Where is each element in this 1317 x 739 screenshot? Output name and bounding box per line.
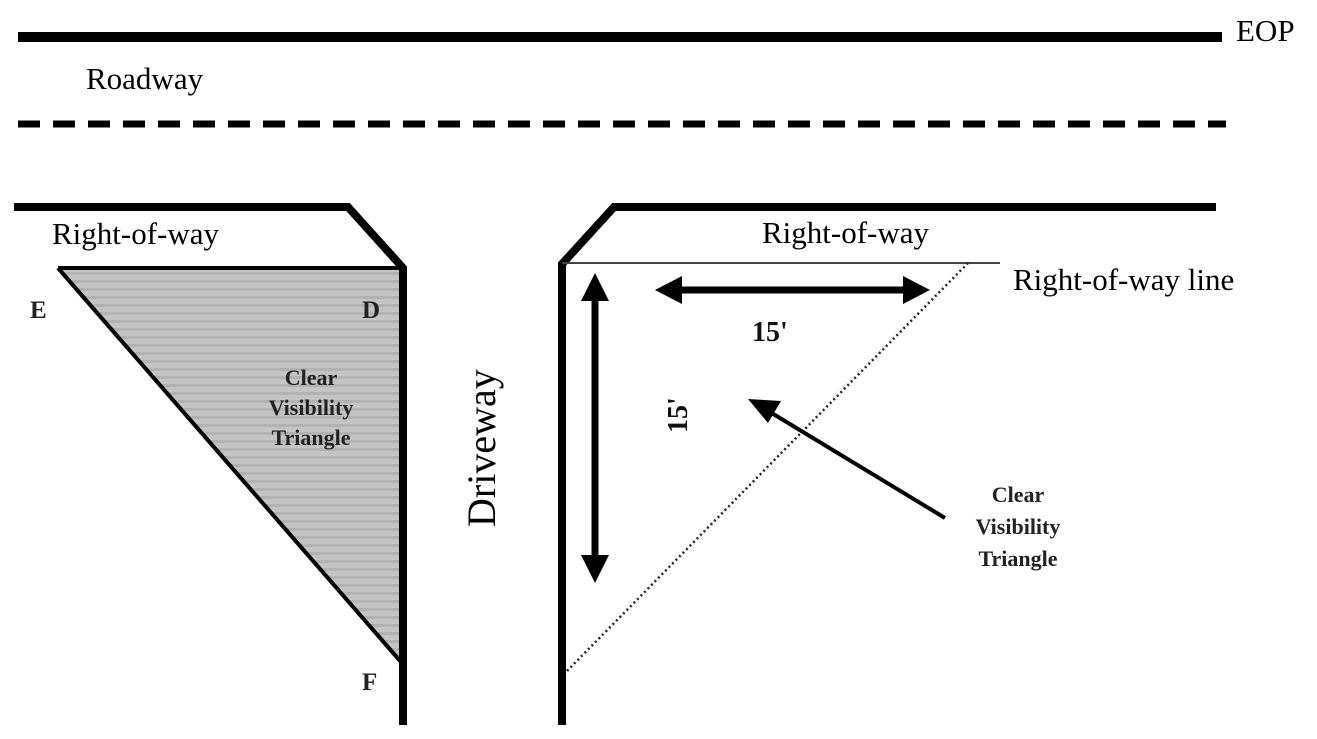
eop-label: EOP: [1236, 13, 1295, 48]
right-right-of-way-label: Right-of-way: [762, 215, 930, 250]
left-right-of-way-label: Right-of-way: [52, 216, 220, 251]
right-triangle-label-line2: Visibility: [976, 514, 1061, 539]
right-right-of-way-boundary: [558, 203, 1216, 725]
horizontal-dimension-label: 15': [752, 317, 788, 348]
pointer-arrow: [748, 399, 947, 520]
left-triangle-label-line1: Clear: [285, 365, 338, 390]
left-triangle-hypotenuse: [56, 266, 403, 664]
left-triangle-label-line3: Triangle: [271, 425, 350, 450]
horizontal-dimension-arrow: [655, 276, 930, 304]
right-triangle-dotted-hypotenuse: [565, 262, 969, 673]
left-right-of-way-boundary: [14, 203, 407, 725]
vertical-dimension-label: 15': [663, 397, 694, 433]
left-triangle-label-line2: Visibility: [269, 395, 354, 420]
driveway-label: Driveway: [459, 369, 504, 527]
vertical-dimension-arrow: [581, 273, 609, 583]
roadway-label: Roadway: [86, 61, 204, 96]
point-e-label: E: [30, 297, 47, 324]
right-triangle-label-line1: Clear: [992, 482, 1045, 507]
point-d-label: D: [362, 297, 380, 324]
right-of-way-line-label: Right-of-way line: [1013, 262, 1234, 297]
point-f-label: F: [362, 669, 377, 696]
right-triangle-label-line3: Triangle: [978, 546, 1057, 571]
